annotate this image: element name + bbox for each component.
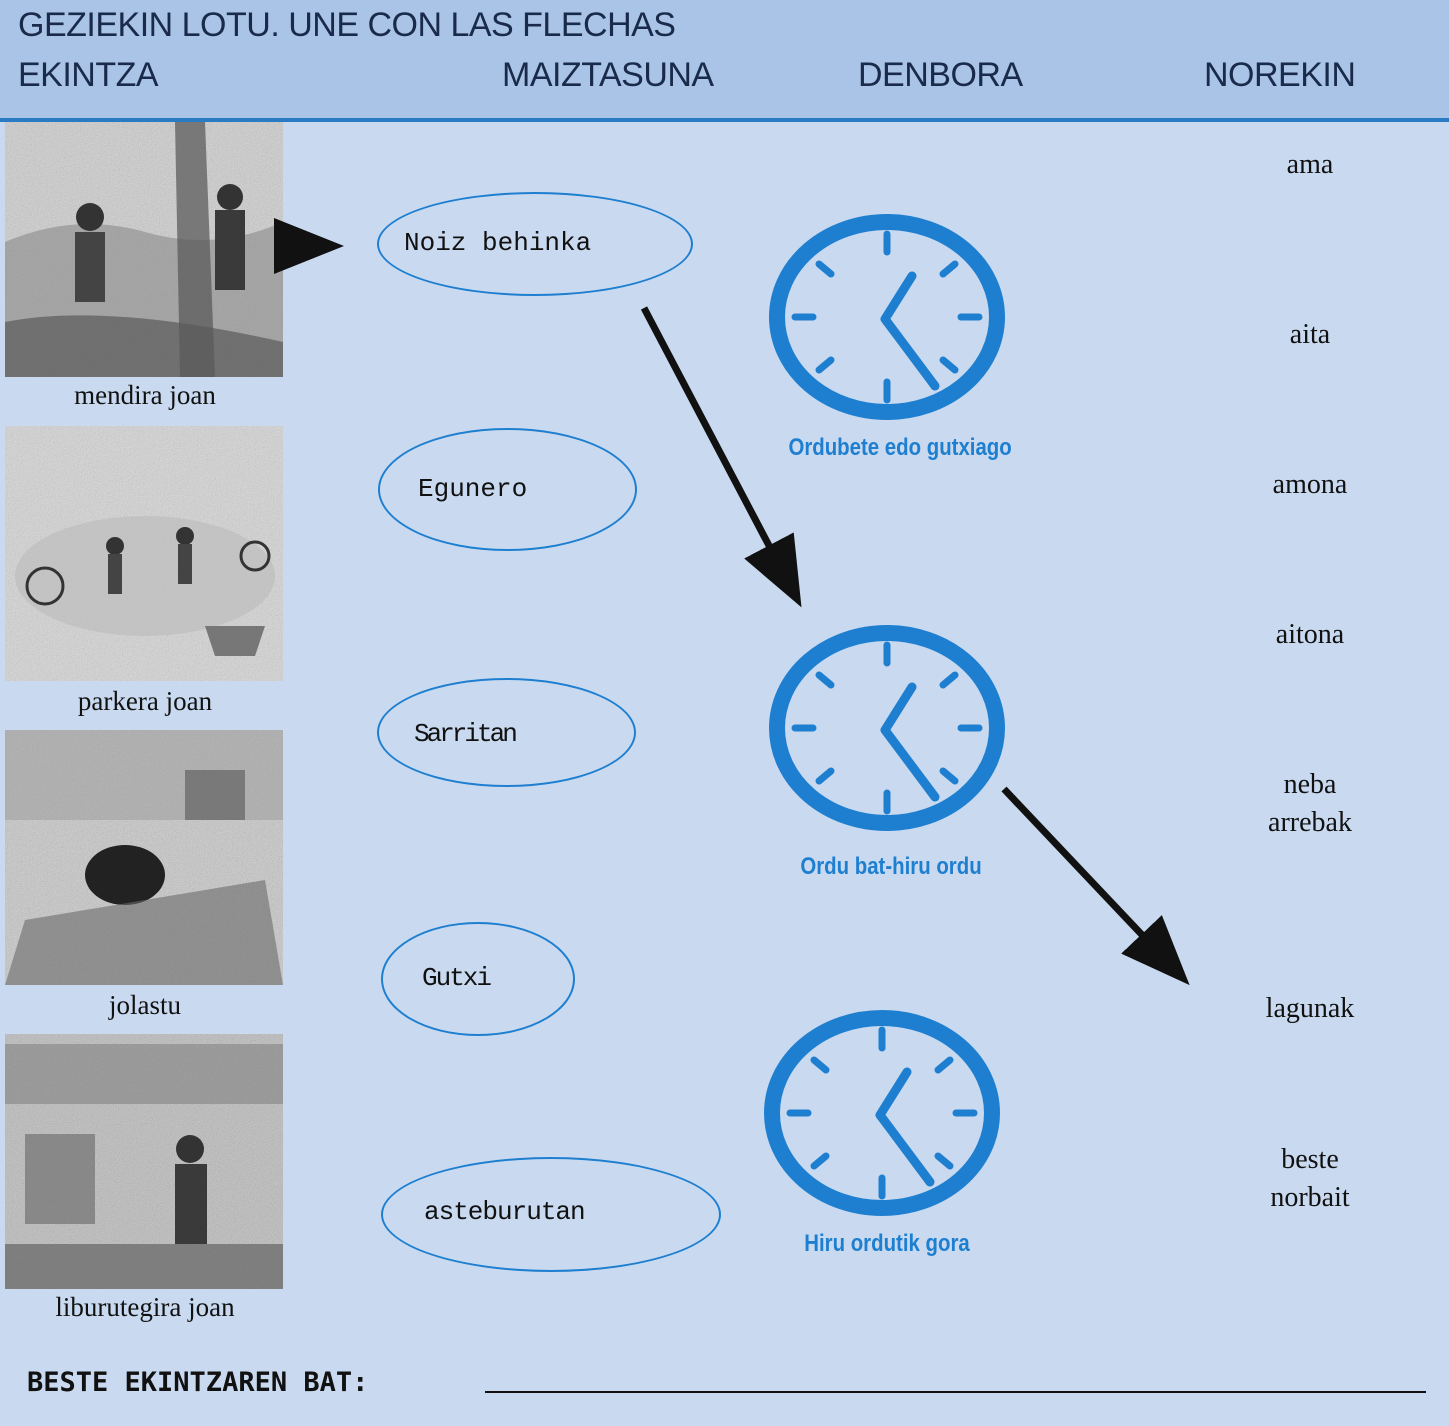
frequency-label: Noiz behinka xyxy=(404,228,592,258)
person-label: aita xyxy=(1289,319,1331,350)
clock-icon[interactable] xyxy=(767,625,1007,831)
hiking-illustration xyxy=(5,122,283,377)
person-label: aitona xyxy=(1275,619,1345,650)
other-activity-label: BESTE EKINTZAREN BAT: xyxy=(27,1367,369,1398)
frequency-oval[interactable] xyxy=(381,1157,721,1272)
activity-caption: parkera joan xyxy=(77,686,213,716)
arrow-icon xyxy=(1001,786,1190,986)
clock-icon[interactable] xyxy=(762,1010,1002,1216)
column-header-ekintza: EKINTZA xyxy=(18,56,159,94)
frequency-label: Sarritan xyxy=(414,719,518,749)
duration-label: Ordu bat-hiru ordu xyxy=(800,853,982,880)
frequency-oval[interactable] xyxy=(377,192,693,296)
column-header-norekin: NOREKIN xyxy=(1204,56,1356,94)
duration-label: Ordubete edo gutxiago xyxy=(788,434,1012,461)
frequency-oval[interactable] xyxy=(377,678,636,787)
person-label: amona xyxy=(1272,469,1348,500)
library-illustration xyxy=(5,1034,283,1289)
activity-caption: mendira joan xyxy=(74,380,216,410)
activity-caption: jolastu xyxy=(109,990,181,1020)
person-label: beste norbait xyxy=(1270,1144,1350,1213)
column-header-maiztasuna: MAIZTASUNA xyxy=(502,56,714,94)
frequency-label: asteburutan xyxy=(424,1197,586,1227)
park-illustration xyxy=(5,426,283,681)
header-bar xyxy=(0,0,1449,118)
frequency-label: Gutxi xyxy=(422,963,492,993)
frequency-oval[interactable] xyxy=(381,922,575,1036)
person-label: lagunak xyxy=(1265,993,1355,1024)
person-label: ama xyxy=(1286,149,1334,180)
header-divider xyxy=(0,118,1449,122)
clock-icon[interactable] xyxy=(767,214,1007,420)
activity-caption: liburutegira joan xyxy=(55,1292,235,1322)
answer-line[interactable] xyxy=(485,1391,1426,1393)
frequency-label: Egunero xyxy=(418,474,528,504)
frequency-oval[interactable] xyxy=(378,428,637,551)
playing-illustration xyxy=(5,730,283,985)
worksheet-title: GEZIEKIN LOTU. UNE CON LAS FLECHAS xyxy=(18,6,676,44)
column-header-denbora: DENBORA xyxy=(858,56,1023,94)
duration-label: Hiru ordutik gora xyxy=(804,1230,970,1257)
person-label: neba arrebak xyxy=(1268,769,1352,838)
